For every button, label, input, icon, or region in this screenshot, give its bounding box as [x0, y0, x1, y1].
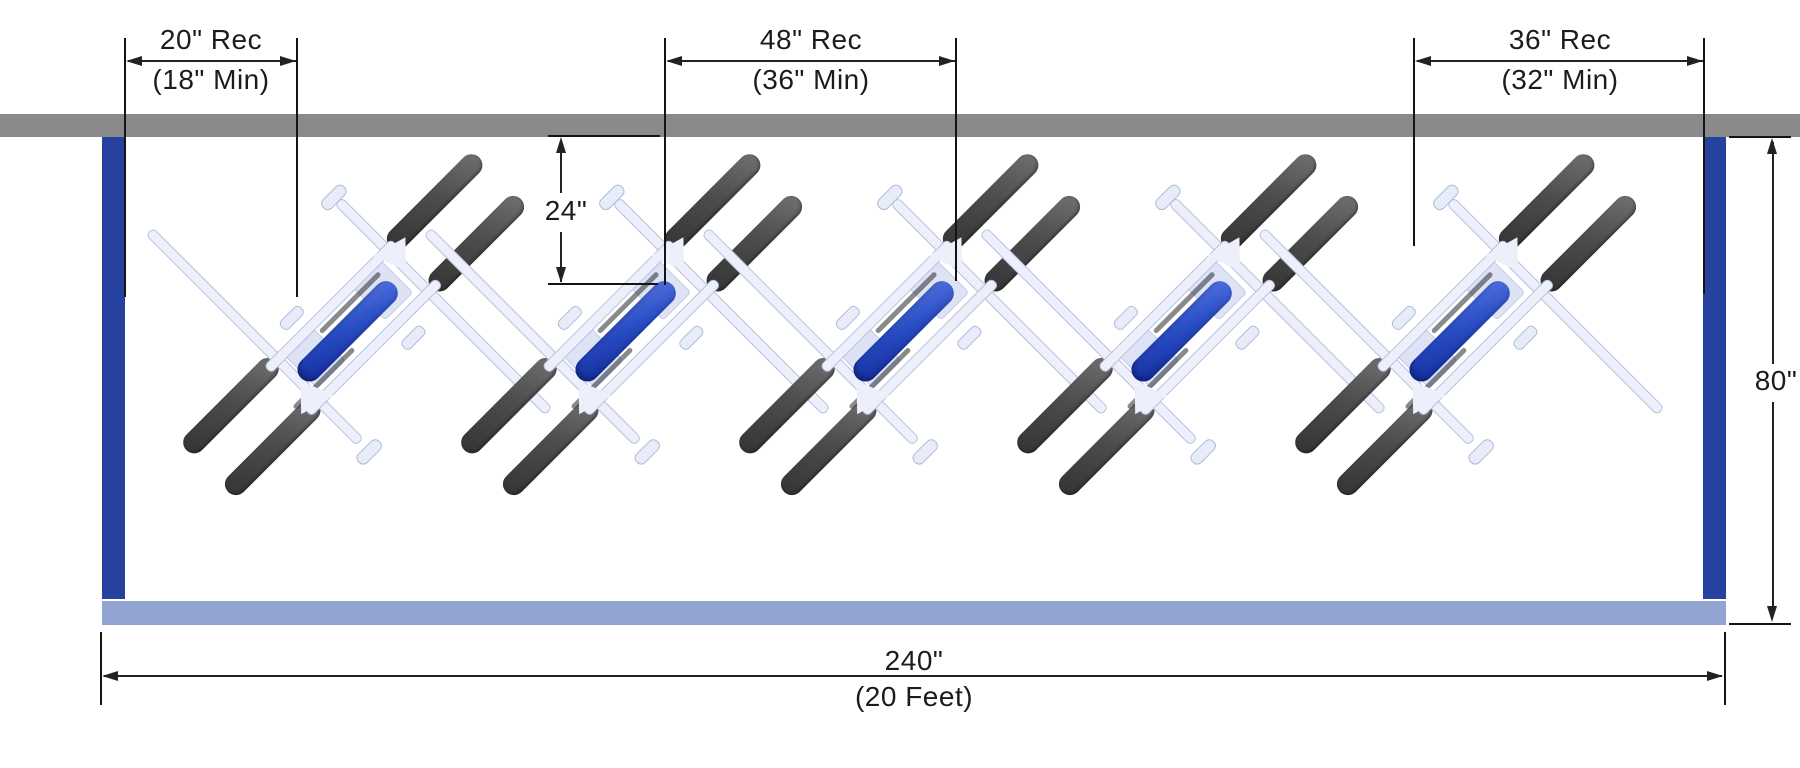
extension-line	[955, 38, 957, 281]
pedal-crank	[399, 323, 428, 352]
tick-line	[548, 135, 660, 137]
left-column	[102, 137, 125, 599]
dim-label: 36" Rec	[1508, 24, 1612, 55]
arrowhead-up-icon	[556, 137, 566, 153]
arrowhead-up-icon	[1767, 138, 1777, 154]
pedal-crank	[1511, 323, 1540, 352]
dimension-line	[560, 232, 562, 282]
arrowhead-down-icon	[1767, 606, 1777, 622]
extension-line	[1703, 38, 1705, 294]
tick-line	[1729, 623, 1791, 625]
dim-label: 48" Rec	[759, 24, 863, 55]
tick-line	[1729, 136, 1791, 138]
arrowhead-right-icon	[939, 56, 955, 66]
arrowhead-left-icon	[1415, 56, 1431, 66]
dim-label-min: (18" Min)	[152, 64, 270, 95]
dimension-line	[1417, 60, 1703, 62]
arrowhead-down-icon	[556, 267, 566, 283]
dim-label: 240"	[884, 645, 944, 676]
arrowhead-left-icon	[666, 56, 682, 66]
dimension-line	[104, 675, 1722, 677]
extension-line	[664, 38, 666, 285]
right-column	[1703, 137, 1726, 599]
dim-label-min: (36" Min)	[752, 64, 870, 95]
dimension-line	[1772, 402, 1774, 608]
extension-line	[1413, 38, 1415, 246]
arrowhead-right-icon	[280, 56, 296, 66]
arrowhead-left-icon	[102, 671, 118, 681]
dim-label-feet: (20 Feet)	[854, 681, 974, 712]
arrowhead-right-icon	[1687, 56, 1703, 66]
dimension-line	[1772, 142, 1774, 364]
pedal-crank	[955, 323, 984, 352]
extension-line	[1724, 632, 1726, 705]
floor-edge-strip	[102, 601, 1726, 625]
arrowhead-right-icon	[1707, 671, 1723, 681]
dimension-line	[128, 60, 296, 62]
dim-label: 24"	[544, 195, 588, 226]
extension-line	[124, 38, 126, 297]
dimension-line	[560, 141, 562, 193]
pedal-crank	[677, 323, 706, 352]
dim-label: 80"	[1754, 365, 1798, 396]
pedal-crank	[1233, 323, 1262, 352]
dimension-line	[668, 60, 955, 62]
arrowhead-left-icon	[126, 56, 142, 66]
tick-line	[548, 283, 658, 285]
top-wall	[0, 114, 1800, 137]
extension-line	[296, 38, 298, 297]
extension-line	[100, 632, 102, 705]
dim-label-min: (32" Min)	[1501, 64, 1619, 95]
dim-label: 20" Rec	[159, 24, 263, 55]
